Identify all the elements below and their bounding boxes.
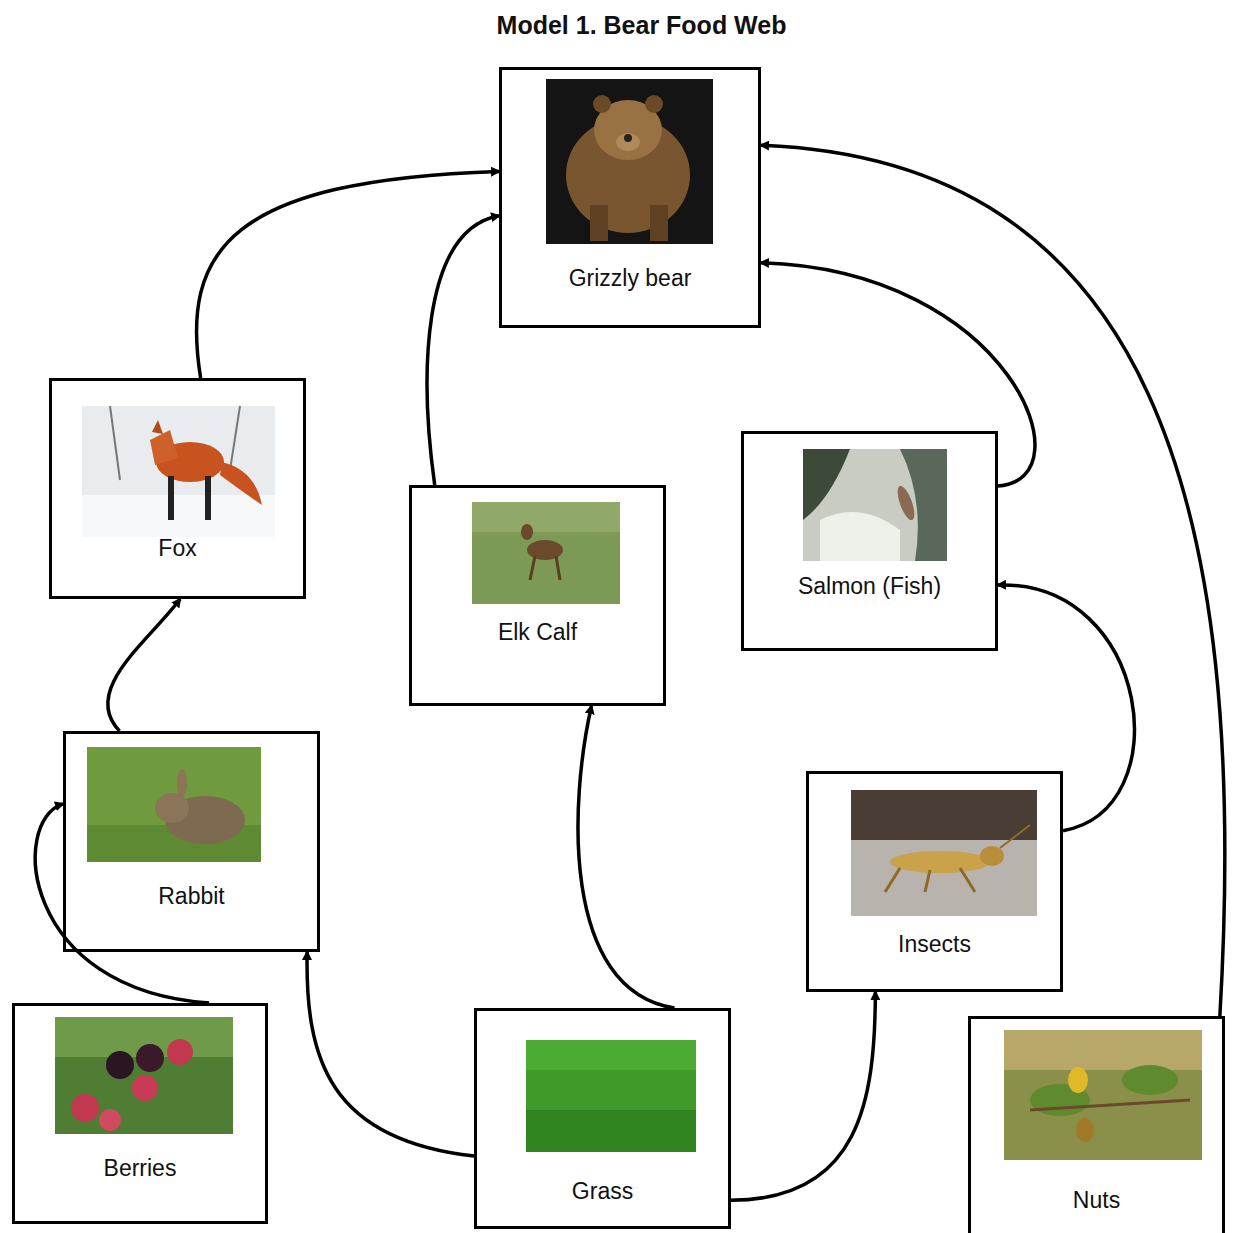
elk-photo: [472, 502, 620, 604]
food-arrow: [731, 992, 875, 1200]
salmon-box: Salmon (Fish): [741, 431, 998, 651]
node-label: Rabbit: [66, 882, 317, 910]
rabbit-box: Rabbit: [63, 731, 320, 952]
food-arrow: [578, 706, 674, 1008]
salmon-photo: [803, 449, 947, 561]
food-arrow: [108, 599, 180, 731]
bear-photo: [546, 79, 713, 244]
node-label: Elk Calf: [412, 618, 663, 646]
diagram-title: Model 1. Bear Food Web: [0, 10, 1253, 40]
grass-box: Grass: [474, 1008, 731, 1229]
food-arrow: [998, 585, 1135, 831]
nuts-box: Nuts: [968, 1016, 1225, 1233]
insect-photo: [851, 790, 1037, 916]
food-arrow: [307, 952, 474, 1156]
node-label: Insects: [809, 930, 1060, 958]
berries-box: Berries: [12, 1003, 268, 1224]
node-label: Grizzly bear: [502, 264, 758, 292]
fox-box: Fox: [49, 378, 306, 599]
elk-box: Elk Calf: [409, 485, 666, 706]
node-label: Salmon (Fish): [744, 572, 995, 600]
food-arrow: [427, 216, 499, 485]
grass-photo: [526, 1040, 696, 1152]
node-label: Fox: [52, 534, 303, 562]
food-arrow: [196, 171, 499, 378]
fox-photo: [82, 406, 275, 537]
bear-box: Grizzly bear: [499, 67, 761, 328]
rabbit-photo: [87, 747, 261, 862]
berries-photo: [55, 1017, 233, 1134]
insect-box: Insects: [806, 771, 1063, 992]
food-arrow: [761, 263, 1035, 486]
node-label: Berries: [15, 1154, 265, 1182]
nuts-photo: [1004, 1030, 1202, 1160]
node-label: Grass: [477, 1177, 728, 1205]
node-label: Nuts: [971, 1186, 1222, 1214]
